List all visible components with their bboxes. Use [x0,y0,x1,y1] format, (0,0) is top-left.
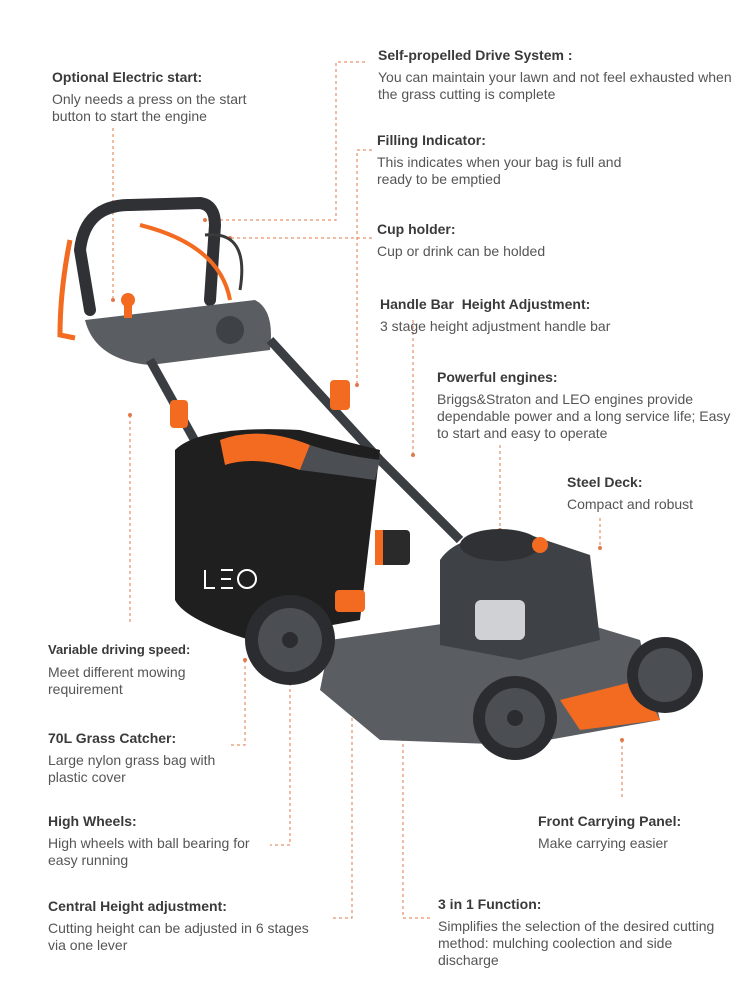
feature-title: Handle Bar Height Adjustment: [380,296,591,312]
feature-title: High Wheels: [48,813,137,829]
feature-desc: This indicates when your bag is full and… [377,154,622,187]
feature-title: Self-propelled Drive System : [378,47,573,63]
feature-desc: Compact and robust [567,496,694,512]
handle-bar [73,196,222,316]
feature-handle-bar: Handle Bar Height Adjustment: 3 stage he… [380,295,680,335]
feature-title: Cup holder: [377,221,456,237]
feature-variable-speed: Variable driving speed: Meet different m… [48,641,238,698]
feature-title: Steel Deck: [567,474,643,490]
front-right-wheel-icon [627,637,703,713]
feature-title: Powerful engines: [437,369,558,385]
feature-desc: You can maintain your lawn and not feel … [378,69,732,102]
feature-three-in-one: 3 in 1 Function: Simplifies the selectio… [438,895,718,969]
battery-icon [375,530,410,565]
feature-title: 3 in 1 Function: [438,896,542,912]
feature-desc: Cup or drink can be holded [377,243,546,259]
feature-engines: Powerful engines: Briggs&Straton and LEO… [437,368,737,442]
cup-holder-icon [216,316,244,344]
feature-steel-deck: Steel Deck: Compact and robust [567,473,737,513]
feature-front-panel: Front Carrying Panel: Make carrying easi… [538,812,738,852]
feature-title: Central Height adjustment: [48,898,227,914]
feature-central-height: Central Height adjustment: Cutting heigh… [48,897,318,954]
front-wheel-icon [473,676,557,760]
feature-title: Front Carrying Panel: [538,813,682,829]
feature-title: 70L Grass Catcher: [48,730,177,746]
rear-wheel-icon [245,595,335,685]
feature-filling-indicator: Filling Indicator: This indicates when y… [377,131,637,188]
feature-title: Filling Indicator: [377,132,486,148]
leo-logo [204,569,257,589]
feature-desc: Only needs a press on the start button t… [52,91,247,124]
feature-desc: 3 stage height adjustment handle bar [380,318,611,334]
feature-title: Variable driving speed: [48,642,191,657]
height-lever [330,380,350,410]
cable [204,233,244,291]
feature-desc: Simplifies the selection of the desired … [438,918,715,968]
feature-electric-start: Optional Electric start: Only needs a pr… [52,68,287,125]
feature-high-wheels: High Wheels: High wheels with ball beari… [48,812,268,869]
feature-desc: Meet different mowing requirement [48,664,186,697]
feature-desc: High wheels with ball bearing for easy r… [48,835,250,868]
handle-grip-right [139,223,232,301]
feature-title: Optional Electric start: [52,69,203,85]
feature-cup-holder: Cup holder: Cup or drink can be holded [377,220,637,260]
feature-desc: Cutting height can be adjusted in 6 stag… [48,920,309,953]
feature-desc: Make carrying easier [538,835,668,851]
feature-self-propelled: Self-propelled Drive System : You can ma… [378,46,738,103]
handle-grip [57,239,76,341]
feature-desc: Large nylon grass bag with plastic cover [48,752,216,785]
feature-grass-catcher: 70L Grass Catcher: Large nylon grass bag… [48,729,258,786]
feature-desc: Briggs&Straton and LEO engines provide d… [437,391,731,441]
